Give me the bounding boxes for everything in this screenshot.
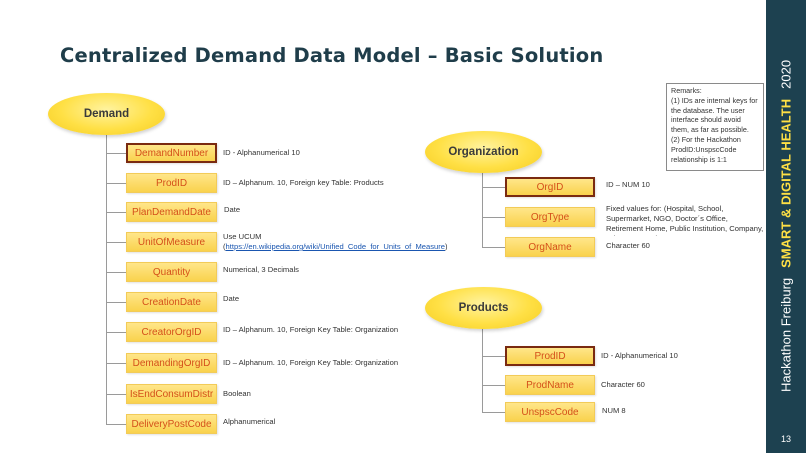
field-quantity-desc: Numerical, 3 Decimals: [223, 265, 299, 274]
demand-ellipse: Demand: [48, 93, 165, 135]
field-plandemanddate: PlanDemandDate: [126, 202, 217, 222]
demand-connector: [106, 363, 127, 364]
products-connector: [482, 356, 506, 357]
demand-connector: [106, 153, 127, 154]
page-number: 13: [780, 434, 791, 444]
demand-connector: [106, 394, 127, 395]
demand-connector: [106, 302, 127, 303]
demand-connector: [106, 183, 127, 184]
field-demandingorgid: DemandingOrgID: [126, 353, 217, 373]
field-demandingorgid-desc: ID – Alphanum. 10, Foreign Key Table: Or…: [223, 358, 399, 367]
sidebar-text: Hackathon Freiburg SMART & DIGITAL HEALTH…: [779, 60, 794, 392]
remarks-box: Remarks: (1) IDs are internal keys for t…: [666, 83, 764, 171]
field-prodid-desc: ID - Alphanumerical 10: [601, 351, 678, 360]
field-deliverypostcode: DeliveryPostCode: [126, 414, 217, 434]
products-trunk-line: [482, 325, 483, 412]
field-unitofmeasure-desc: Use UCUM (https://en.wikipedia.org/wiki/…: [223, 232, 448, 251]
field-quantity: Quantity: [126, 262, 217, 282]
demand-connector: [106, 332, 127, 333]
event-year: 2020: [778, 59, 794, 89]
field-orgid-desc: ID – NUM 10: [606, 180, 650, 189]
products-connector: [482, 385, 506, 386]
field-unspsccode-desc: NUM 8: [602, 406, 626, 415]
organization-ellipse: Organization: [425, 131, 542, 173]
field-isendconsumdistr: IsEndConsumDistr: [126, 384, 217, 404]
demand-connector: [106, 272, 127, 273]
field-isendconsumdistr-desc: Boolean: [223, 389, 251, 398]
field-prodname-desc: Character 60: [601, 380, 645, 389]
field-deliverypostcode-desc: Alphanumerical: [223, 417, 276, 426]
organization-trunk-line: [482, 168, 483, 247]
field-prodid: ProdID: [126, 173, 217, 193]
field-orgid: OrgID: [505, 177, 595, 197]
field-unitofmeasure: UnitOfMeasure: [126, 232, 217, 252]
demand-trunk-line: [106, 133, 107, 425]
event-name: Hackathon Freiburg: [778, 277, 794, 393]
field-creatororgid: CreatorOrgID: [126, 322, 217, 342]
page-title: Centralized Demand Data Model – Basic So…: [60, 44, 604, 67]
organization-connector: [482, 187, 506, 188]
field-orgtype-desc: Fixed values for: (Hospital, School, Sup…: [606, 204, 764, 236]
demand-connector: [106, 212, 127, 213]
field-demandnumber-desc: ID - Alphanumerical 10: [223, 148, 300, 157]
demand-connector: [106, 242, 127, 243]
organization-label: Organization: [448, 146, 519, 158]
sidebar: [766, 0, 806, 453]
organization-connector: [482, 217, 506, 218]
ucum-link[interactable]: https://en.wikipedia.org/wiki/Unified_Co…: [225, 242, 446, 251]
field-prodid: ProdID: [505, 346, 595, 366]
field-prodid-desc: ID – Alphanum. 10, Foreign key Table: Pr…: [223, 178, 384, 187]
field-plandemanddate-desc: Date: [224, 205, 241, 214]
products-ellipse: Products: [425, 287, 542, 329]
field-orgname: OrgName: [505, 237, 595, 257]
organization-connector: [482, 247, 506, 248]
demand-connector: [106, 424, 127, 425]
field-orgtype: OrgType: [505, 207, 595, 227]
products-connector: [482, 412, 506, 413]
field-orgname-desc: Character 60: [606, 241, 650, 250]
field-creationdate: CreationDate: [126, 292, 217, 312]
theme-name: SMART & DIGITAL HEALTH: [778, 98, 794, 268]
field-demandnumber: DemandNumber: [126, 143, 217, 163]
demand-label: Demand: [83, 108, 130, 120]
field-unspsccode: UnspscCode: [505, 402, 595, 422]
field-creationdate-desc: Date: [223, 294, 240, 303]
ucum-note: Use UCUM: [223, 232, 262, 241]
field-creatororgid-desc: ID – Alphanum. 10, Foreign Key Table: Or…: [223, 325, 399, 334]
products-label: Products: [458, 302, 509, 314]
field-prodname: ProdName: [505, 375, 595, 395]
